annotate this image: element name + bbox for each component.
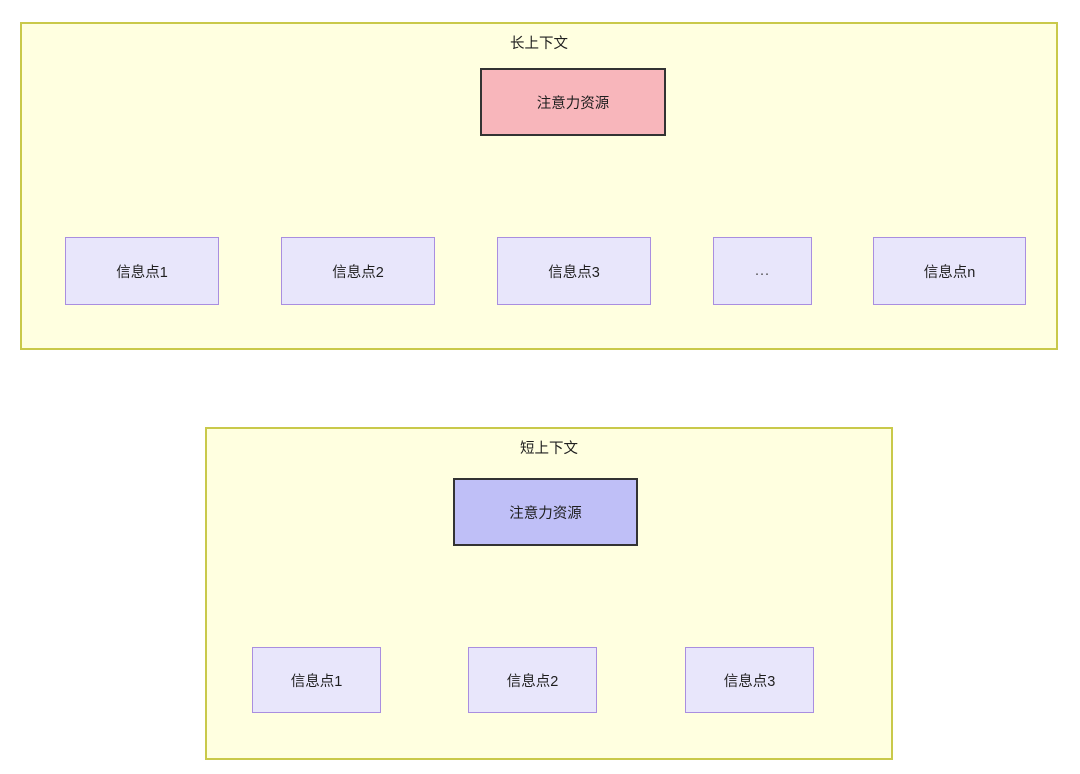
node-label: 注意力资源: [536, 95, 610, 112]
node-long-context-info-point-1[interactable]: 信息点1: [65, 237, 219, 305]
node-long-context-info-point-ellipsis[interactable]: ...: [713, 237, 812, 305]
node-short-context-info-point-2[interactable]: 信息点2: [468, 647, 597, 713]
node-label: 信息点1: [290, 673, 343, 690]
node-label: ...: [754, 263, 771, 279]
node-label: 信息点2: [506, 673, 559, 690]
panel-long-context-title: 长上下文: [510, 36, 568, 52]
node-short-context-info-point-3[interactable]: 信息点3: [685, 647, 814, 713]
panel-short-context-title: 短上下文: [520, 441, 578, 457]
node-long-context-attention-resource[interactable]: 注意力资源: [480, 68, 666, 136]
node-short-context-attention-resource[interactable]: 注意力资源: [453, 478, 638, 546]
node-label: 信息点3: [723, 673, 776, 690]
node-label: 信息点1: [116, 264, 168, 281]
node-long-context-info-point-n[interactable]: 信息点n: [873, 237, 1026, 305]
node-label: 注意力资源: [509, 505, 582, 522]
node-label: 信息点3: [548, 264, 600, 281]
node-short-context-info-point-1[interactable]: 信息点1: [252, 647, 381, 713]
node-long-context-info-point-3[interactable]: 信息点3: [497, 237, 651, 305]
node-label: 信息点2: [332, 264, 384, 281]
node-label: 信息点n: [923, 264, 976, 281]
node-long-context-info-point-2[interactable]: 信息点2: [281, 237, 435, 305]
